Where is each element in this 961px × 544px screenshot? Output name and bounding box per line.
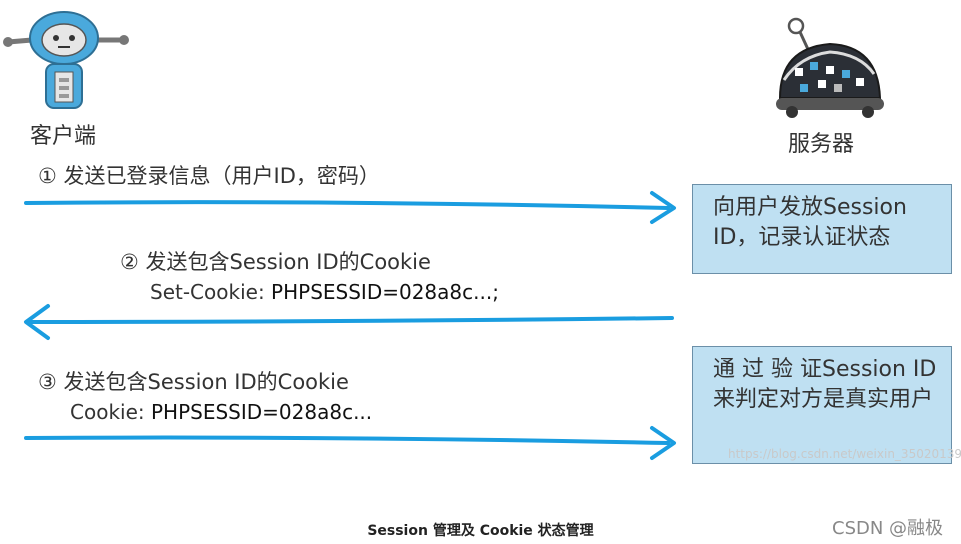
watermark-url: https://blog.csdn.net/weixin_35020139	[728, 447, 961, 461]
step-2-header-value: PHPSESSID=028a8c...;	[271, 280, 499, 304]
figure-caption: Session 管理及 Cookie 状态管理	[367, 523, 594, 539]
arrow-step-2	[24, 304, 674, 340]
server-label: 服务器	[788, 132, 855, 157]
step-2-text: ② 发送包含Session ID的Cookie	[120, 250, 431, 274]
step-3-header-name: Cookie:	[70, 400, 151, 424]
server-note-1: 向用户发放Session ID，记录认证状态	[692, 184, 952, 274]
arrow-step-1	[24, 191, 676, 224]
arrow-step-3	[24, 426, 676, 460]
server-robot-icon	[776, 17, 884, 118]
step-3-header-value: PHPSESSID=028a8c...	[150, 400, 373, 424]
step-2-header: Set-Cookie: PHPSESSID=028a8c...;	[150, 278, 499, 306]
server-note-2: 通 过 验 证Session ID来判定对方是真实用户	[692, 346, 952, 464]
step-3-text: ③ 发送包含Session ID的Cookie	[38, 370, 349, 394]
step-3-header: Cookie: PHPSESSID=028a8c...	[70, 398, 372, 426]
robot-icon	[3, 11, 129, 109]
step-2-header-name: Set-Cookie:	[150, 280, 272, 304]
brand-watermark: CSDN @融极	[832, 518, 944, 539]
client-label: 客户端	[30, 124, 97, 149]
step-1-text: ① 发送已登录信息（用户ID，密码）	[38, 164, 380, 188]
